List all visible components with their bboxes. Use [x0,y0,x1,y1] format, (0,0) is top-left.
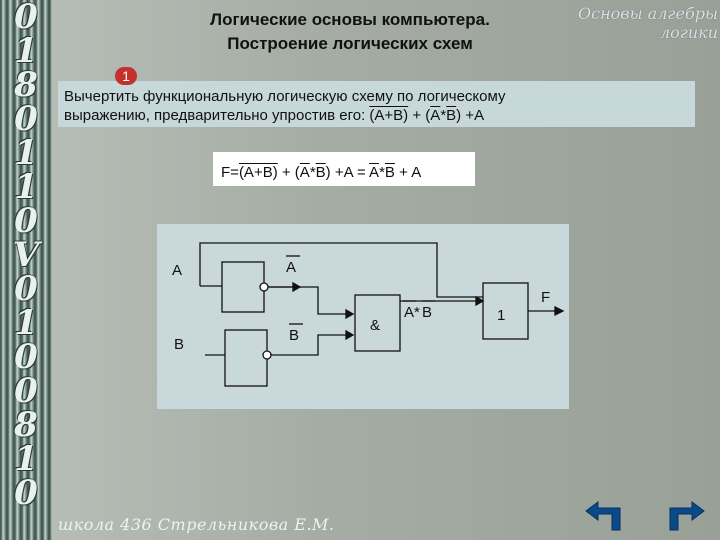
expr-tail: +A [461,107,485,124]
expr-paren-open: ( [425,107,431,124]
inversion-bubble-a [259,282,269,292]
digit: 1 [14,439,38,479]
formula-res-not-b: B [384,164,395,181]
formula-res-star: * [379,164,385,181]
input-b-label: B [174,336,184,353]
inversion-bubble-b [262,350,272,360]
digit: 0 [14,371,38,411]
digit: 0 [14,337,38,377]
and-gate [354,294,401,352]
formula-close: ) +A = [325,164,370,181]
expr-a-plus-b: (A+B) [369,107,409,124]
not-a-label: A [286,259,296,276]
topic-title: Основы алгебры логики [578,4,718,42]
digit: 1 [14,133,38,173]
title-line-1: Логические основы компьютера. [210,10,490,29]
not-gate-a [221,261,265,313]
logic-schema-panel [157,224,569,409]
decorative-digits: 0 1 8 0 1 1 0 V 0 1 0 0 8 1 0 [2,0,50,540]
and-output-b: B [422,304,432,321]
output-f-label: F [541,289,550,306]
expr-star: * [440,107,447,124]
digit: V [12,235,40,275]
digit: 0 [14,269,38,309]
digit: 0 [14,473,38,513]
and-symbol: & [370,317,380,334]
expr-not-a: A [430,107,441,124]
back-arrow-icon[interactable] [584,498,624,532]
page-title: Логические основы компьютера. Построение… [150,8,550,56]
digit: 0 [14,201,38,241]
and-output-star: * [414,304,420,321]
or-gate [482,282,529,340]
not-gate-b [224,329,268,387]
input-a-label: A [172,262,182,279]
formula-not-b: B [315,164,326,181]
formula-mid: + ( [277,164,300,181]
task-line-2-prefix: выражению, предварительно упростив его: [64,107,370,124]
formula-panel [213,152,475,186]
digit: 1 [14,303,38,343]
formula-not-a: A [299,164,310,181]
digit: 1 [14,167,38,207]
task-text: Вычертить функциональную логическую схем… [64,87,694,125]
title-line-2: Построение логических схем [227,34,473,53]
task-line-2: выражению, предварительно упростив его: … [64,106,694,125]
formula-f-eq: F= [221,164,239,181]
decorative-strip [0,0,52,540]
and-output-a: A [404,304,414,321]
expr-paren-close: ) [456,107,462,124]
footer-author: школа 436 Стрельникова Е.М. [58,515,335,534]
expr-plus: + [408,107,426,124]
digit: 1 [14,31,38,71]
digit: 8 [14,405,38,445]
digit: 0 [14,99,38,139]
digit: 0 [14,0,38,37]
formula-star: * [309,164,316,181]
not-b-label: B [289,327,299,344]
task-panel [58,81,695,127]
expr-not-b: B [446,107,457,124]
digit: 8 [14,65,38,105]
forward-arrow-icon[interactable] [666,498,706,532]
task-number-badge: 1 [115,67,137,85]
formula-res-not-a: A [369,164,380,181]
formula-end: + A [394,164,422,181]
or-symbol: 1 [497,307,505,324]
task-line-1: Вычертить функциональную логическую схем… [64,88,506,105]
formula-a-plus-b: (A+B) [238,164,278,181]
simplified-formula: F=(A+B) + (A*B) +A = A*B + A [221,164,481,181]
